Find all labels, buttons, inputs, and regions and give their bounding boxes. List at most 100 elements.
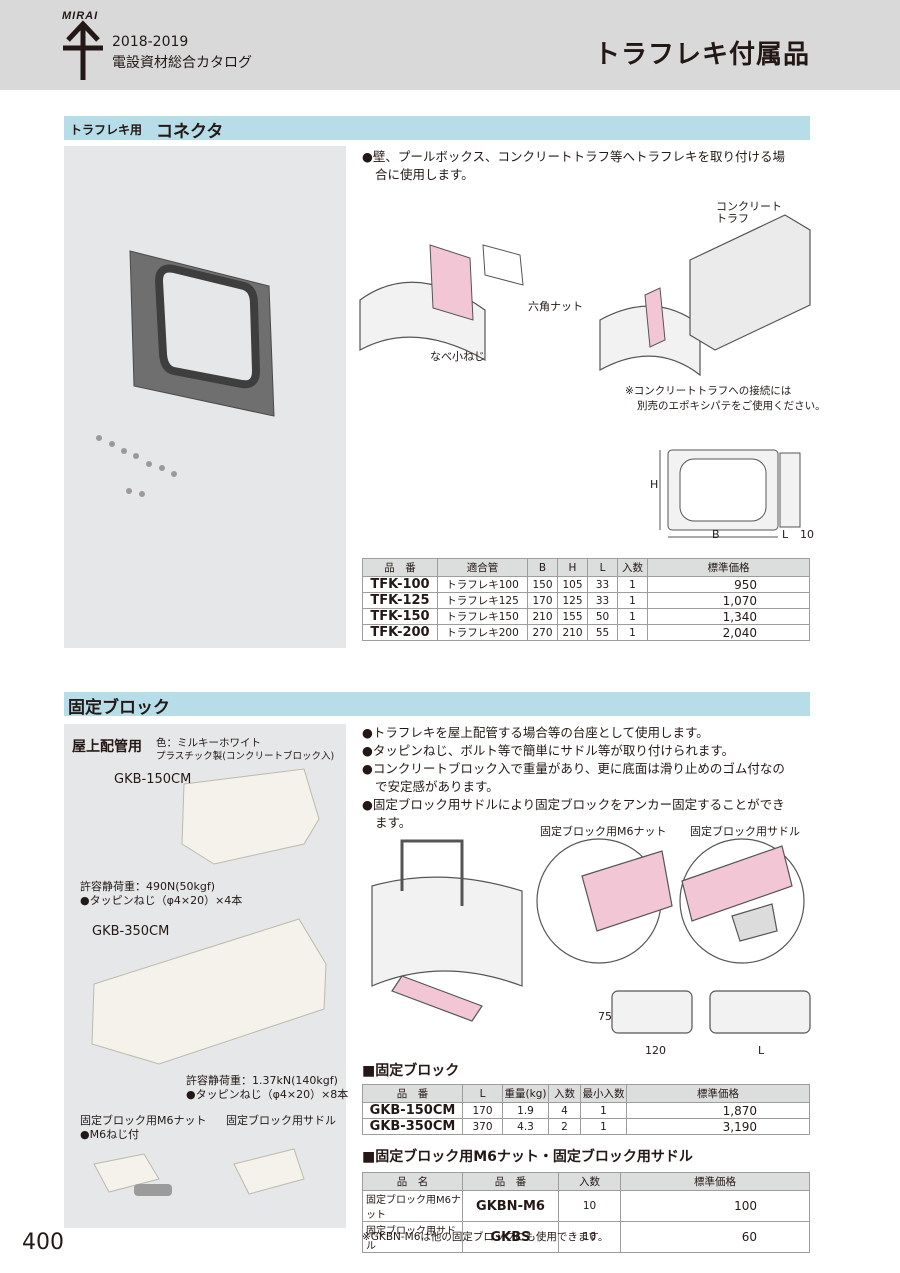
table-header: 品 名 [362,1172,463,1191]
cell-b: 170 [527,592,558,609]
table-header: 最小入数 [580,1084,627,1103]
cell-qty: 1 [617,608,648,625]
dim-b: B [712,528,720,541]
dim-l: L [782,528,789,541]
note-line: 別売のエポキシパテをご使用ください。 [637,400,826,412]
section-subtitle: トラフレキ用 [70,123,143,137]
block-desc-line: で安定感があります。 [375,779,499,794]
nut-label: 固定ブロック用M6ナット [80,1114,207,1127]
connector-photo [64,146,346,648]
table-header: B [527,558,558,577]
cell-price: 100 [620,1190,810,1222]
cell-h: 125 [557,592,588,609]
section-title: コネクタ [156,122,224,142]
dim-75: 75 [598,1010,612,1023]
cell-qty: 4 [548,1102,581,1119]
page-header: MIRAI 2018-2019 電設資材総合カタログ トラフレキ付属品 [0,0,900,90]
table-header: 入数 [548,1084,581,1103]
dim-l-block: L [758,1044,765,1057]
cell-l: 370 [462,1118,503,1135]
footnote: ※GKBN-M6は他の固定ブロックにも使用できます。 [362,1231,609,1243]
table-header: 重量(kg) [502,1084,549,1103]
table-header: 入数 [617,558,648,577]
table-header-row: 品 番 適合管 B H L 入数 標準価格 [362,558,810,577]
connector-dimension-diagram [659,449,801,538]
cell-l: 170 [462,1102,503,1119]
block-desc-line: ●コンクリートブロック入で重量があり、更に底面は滑り止めのゴム付なの [362,761,785,776]
connector-note: ※コンクリートトラフへの接続には 別売のエポキシパテをご使用ください。 [625,384,826,414]
table-header: 標準価格 [620,1172,810,1191]
connector-install-diagram [359,214,811,377]
connector-description: ●壁、プールボックス、コンクリートトラフ等へトラフレキを取り付ける場 合に使用し… [362,148,785,184]
catalog-year: 2018-2019 [112,34,189,50]
table-header: 標準価格 [647,558,810,577]
cell-min-qty: 1 [580,1118,627,1135]
cell-price: 3,190 [626,1118,810,1135]
diagram-nut-label: 固定ブロック用M6ナット [540,825,667,838]
cell-price: 950 [647,576,810,593]
cell-qty: 2 [548,1118,581,1135]
cell-b: 150 [527,576,558,593]
cell-pipe: トラフレキ125 [437,592,528,609]
cell-price: 60 [620,1221,810,1253]
cell-price: 1,340 [647,608,810,625]
label-concrete: コンクリート [716,200,782,213]
nut-sub: ●M6ねじ付 [80,1128,140,1141]
screw-gkb350: ●タッピンねじ（φ4×20）×8本 [186,1088,349,1101]
table-row: TFK-150 トラフレキ150 210 155 50 1 1,340 [362,608,810,625]
cell-min-qty: 1 [580,1102,627,1119]
page-title: トラフレキ付属品 [593,40,810,70]
label-trough: トラフ [716,212,749,225]
table-header: H [557,558,588,577]
table-row: TFK-200 トラフレキ200 270 210 55 1 2,040 [362,624,810,641]
table-row: TFK-100 トラフレキ100 150 105 33 1 950 [362,576,810,593]
cell-code: TFK-200 [362,624,438,641]
mirai-logo-icon [63,20,103,80]
table-row: TFK-125 トラフレキ125 170 125 33 1 1,070 [362,592,810,609]
connector-table: 品 番 適合管 B H L 入数 標準価格 TFK-100 トラフレキ100 1… [362,558,810,641]
block-desc-line: ●固定ブロック用サドルにより固定ブロックをアンカー固定することができ [362,797,785,812]
label-hex-nut: 六角ナット [528,300,583,313]
dim-120: 120 [645,1044,666,1057]
label-pan-screw: なべ小ねじ [430,350,485,363]
block-install-diagram [371,838,811,1034]
cell-h: 105 [557,576,588,593]
cell-price: 1,070 [647,592,810,609]
table-header: 品 番 [462,1172,559,1191]
cell-h: 210 [557,624,588,641]
table-row: 固定ブロック用M6ナット GKBN-M6 10 100 [362,1190,810,1222]
cell-h: 155 [557,608,588,625]
table-header: L [587,558,618,577]
cell-code: GKBN-M6 [462,1190,559,1222]
cell-l: 33 [587,592,618,609]
cell-pipe: トラフレキ150 [437,608,528,625]
section-bar-connector: トラフレキ用 コネクタ [64,116,810,142]
table-header-row: 品 名 品 番 入数 標準価格 [362,1172,810,1191]
cell-b: 210 [527,608,558,625]
block-photo [64,724,346,1228]
cell-price: 1,870 [626,1102,810,1119]
screw-gkb150: ●タッピンねじ（φ4×20）×4本 [80,894,243,907]
section-bar-block: 固定ブロック [64,692,810,718]
connector-image-icon [96,250,275,497]
block-table: 品 番 L 重量(kg) 入数 最小入数 標準価格 GKB-150CM 170 … [362,1084,810,1135]
table-header: 品 番 [362,558,438,577]
color-line: 色：ミルキーホワイト [156,737,261,749]
table-row: 固定ブロック用サドル GKBS 10 60 [362,1221,810,1253]
cell-pipe: トラフレキ100 [437,576,528,593]
cell-code: TFK-150 [362,608,438,625]
accessory-table: 品 名 品 番 入数 標準価格 固定ブロック用M6ナット GKBN-M6 10 … [362,1172,810,1253]
block-image-icon [91,768,327,1196]
logo-text: MIRAI [62,10,99,22]
load-gkb150: 許容静荷重：490N(50kgf) [80,880,216,893]
roof-label: 屋上配管用 [72,739,142,755]
page-number: 400 [22,1230,64,1255]
table-row: GKB-350CM 370 4.3 2 1 3,190 [362,1118,810,1135]
connector-desc-line: 合に使用します。 [375,167,474,182]
table1-title: ■固定ブロック [362,1063,460,1079]
cell-name: 固定ブロック用サドル [362,1221,463,1253]
block-desc-line: ●トラフレキを屋上配管する場合等の台座として使用します。 [362,725,709,740]
cell-code: GKB-350CM [362,1118,463,1135]
cell-pipe: トラフレキ200 [437,624,528,641]
table-header: 入数 [558,1172,621,1191]
